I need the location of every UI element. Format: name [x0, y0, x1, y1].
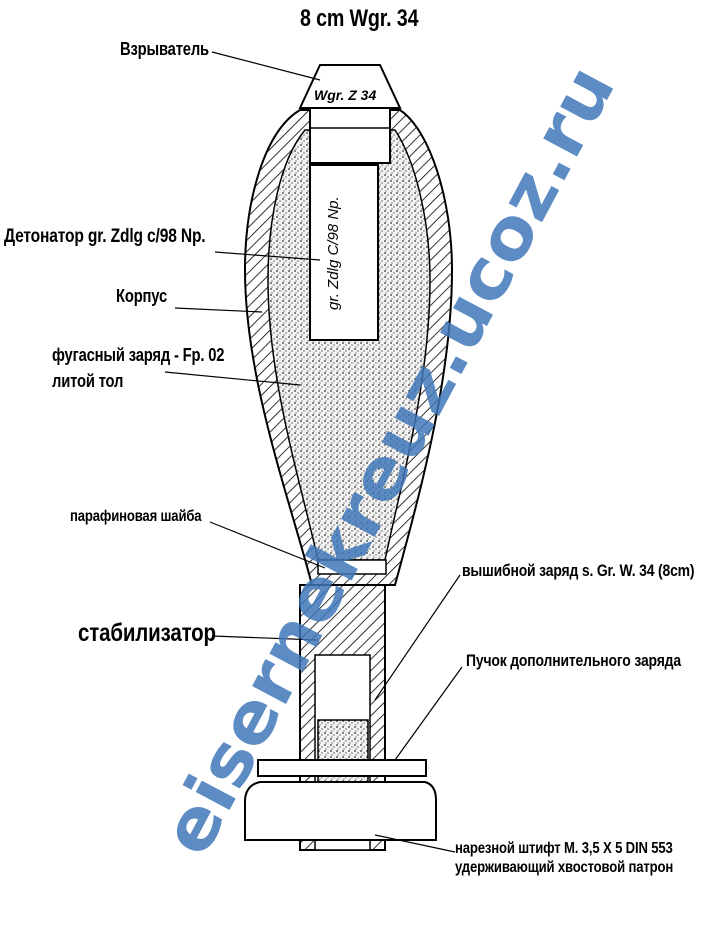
detonator-marking: gr. Zdlg C/98 Np.: [325, 196, 342, 310]
label-paraffin: парафиновая шайба: [70, 508, 202, 525]
label-fuze: Взрыватель: [120, 39, 209, 59]
leader-lines: [164, 51, 463, 853]
fins: [244, 781, 437, 841]
paraffin-washer: [317, 559, 387, 575]
label-charge-2: литой тол: [52, 371, 124, 391]
label-pin-2: удерживающий хвостовой патрон: [455, 859, 674, 876]
fin-band: [257, 759, 427, 777]
label-stabilizer: стабилизатор: [78, 619, 216, 647]
fuze-adapter: [309, 107, 391, 164]
label-pin-1: нарезной штифт M. 3,5 X 5 DIN 553: [455, 840, 673, 857]
detonator: [309, 164, 379, 341]
label-extra-charge: Пучок дополнительного заряда: [466, 651, 681, 670]
label-detonator: Детонатор gr. Zdlg c/98 Np.: [4, 226, 206, 247]
diagram-title: 8 cm Wgr. 34: [300, 5, 419, 32]
fuze-marking: Wgr. Z 34: [314, 87, 376, 103]
label-body: Корпус: [116, 286, 168, 306]
label-propellant: вышибной заряд s. Gr. W. 34 (8cm): [462, 561, 695, 580]
fuze: [298, 64, 402, 109]
label-charge-1: фугасный заряд - Fp. 02: [52, 345, 225, 365]
